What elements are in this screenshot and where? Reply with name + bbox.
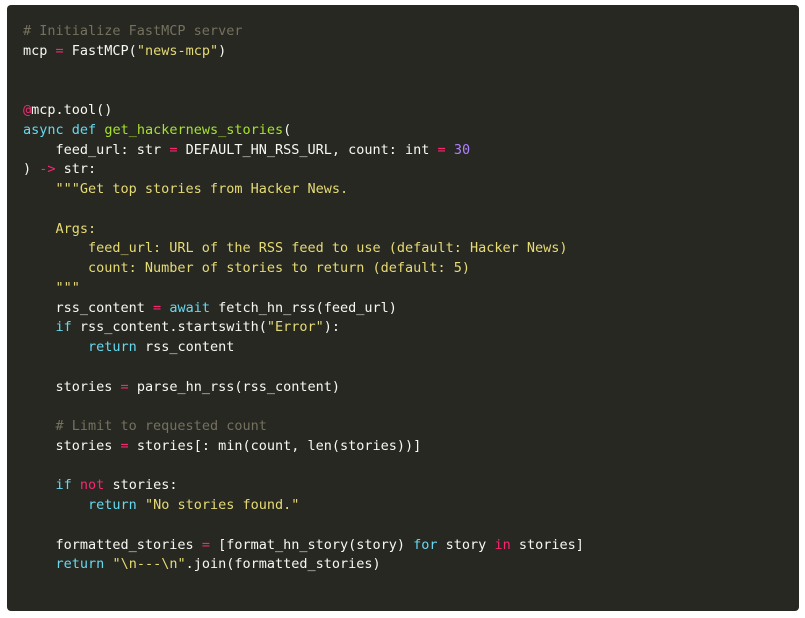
code-token-plain: str:: [55, 161, 97, 178]
code-token-string: "news-mcp": [136, 42, 219, 59]
code-token-string: """: [23, 279, 80, 296]
code-token-plain: formatted_stories: [23, 536, 202, 553]
code-token-plain: [23, 497, 88, 513]
code-token-plain: [137, 497, 145, 513]
code-line: [23, 516, 799, 536]
code-token-plain: mcp: [23, 42, 56, 59]
code-token-plain: feed_url: str: [23, 141, 170, 158]
code-line: feed_url: str = DEFAULT_HN_RSS_URL, coun…: [23, 141, 799, 161]
code-token-operator: =: [169, 141, 178, 158]
code-line: ) -> str:: [23, 160, 799, 180]
code-token-operator: =: [55, 42, 64, 59]
code-token-plain: stories[: min(count, len(stories))]: [128, 437, 422, 454]
code-line: formatted_stories = [format_hn_story(sto…: [23, 536, 799, 556]
code-token-plain: [23, 418, 56, 434]
code-line: return rss_content: [23, 338, 799, 358]
code-token-operator: =: [120, 437, 129, 454]
code-token-plain: rss_content: [23, 299, 154, 316]
code-line: [23, 457, 799, 477]
code-line: Args:: [23, 220, 799, 240]
code-token-decorator-at: @: [23, 102, 32, 118]
code-line: return "No stories found.": [23, 496, 799, 516]
code-line: """: [23, 279, 799, 299]
code-token-plain: fetch_hn_rss(feed_url): [209, 299, 397, 316]
code-token-comment: # Initialize FastMCP server: [23, 23, 243, 39]
code-token-keyword: if: [55, 319, 72, 336]
code-token-operator: =: [437, 141, 446, 158]
code-token-number: 30: [453, 141, 471, 158]
code-line: rss_content = await fetch_hn_rss(feed_ur…: [23, 299, 799, 319]
code-token-keyword: def: [71, 121, 97, 138]
code-token-plain: [23, 339, 88, 355]
code-token-function: get_hackernews_stories: [104, 121, 284, 138]
code-token-plain: DEFAULT_HN_RSS_URL, count: int: [177, 141, 438, 158]
code-token-plain: [23, 319, 56, 335]
code-line: count: Number of stories to return (defa…: [23, 259, 799, 279]
code-line: # Initialize FastMCP server: [23, 22, 799, 42]
code-token-keyword: return: [55, 556, 105, 573]
code-token-keyword: await: [169, 299, 210, 316]
code-token-plain: ):: [323, 319, 341, 336]
code-token-string: """Get top stories from Hacker News.: [23, 181, 349, 197]
code-line: stories = stories[: min(count, len(stori…: [23, 437, 799, 457]
code-token-string: "\n---\n": [112, 556, 186, 573]
code-token-keyword: if: [55, 477, 72, 494]
code-token-plain: ): [23, 161, 40, 178]
code-token-plain: stories: [23, 378, 121, 395]
code-line: [23, 200, 799, 220]
code-token-string: feed_url: URL of the RSS feed to use (de…: [23, 240, 568, 257]
code-line: @mcp.tool(): [23, 101, 799, 121]
code-token-plain: (: [283, 121, 292, 138]
code-token-plain: stories:: [104, 477, 178, 494]
code-line: [23, 397, 799, 417]
code-token-operator: ->: [39, 161, 56, 178]
code-token-string: "Error": [266, 319, 324, 336]
code-line: async def get_hackernews_stories(: [23, 121, 799, 141]
code-token-plain: [64, 122, 72, 138]
code-line: if rss_content.startswith("Error"):: [23, 318, 799, 338]
code-token-keyword: return: [88, 339, 137, 355]
code-token-plain: [23, 556, 56, 572]
code-line: [23, 62, 799, 82]
code-token-operator: =: [153, 299, 162, 316]
code-token-string: count: Number of stories to return (defa…: [23, 260, 471, 276]
code-token-plain: .join(formatted_stories): [185, 556, 381, 573]
code-line: # Limit to requested count: [23, 417, 799, 437]
code-token-plain: stories: [23, 437, 121, 454]
code-token-operator: =: [120, 378, 129, 395]
code-token-plain: ): [218, 42, 227, 59]
code-token-plain: rss_content.startswith(: [71, 319, 267, 336]
code-token-plain: FastMCP(: [63, 42, 137, 59]
code-token-string: "No stories found.": [144, 497, 300, 513]
code-block: # Initialize FastMCP server mcp = FastMCP…: [23, 22, 799, 575]
code-line: if not stories:: [23, 476, 799, 496]
code-token-keyword: async: [23, 121, 64, 138]
code-token-string: Args:: [23, 220, 97, 237]
code-line: feed_url: URL of the RSS feed to use (de…: [23, 239, 799, 259]
code-line: [23, 81, 799, 101]
code-line: return "\n---\n".join(formatted_stories): [23, 555, 799, 575]
code-token-control: in: [494, 536, 511, 553]
code-line: mcp = FastMCP("news-mcp"): [23, 42, 799, 62]
code-token-control: not: [79, 477, 105, 494]
code-token-plain: [format_hn_story(story): [209, 536, 414, 553]
code-token-plain: story: [437, 536, 495, 553]
code-token-plain: [72, 477, 80, 493]
code-editor-panel: # Initialize FastMCP server mcp = FastMCP…: [7, 5, 799, 611]
code-token-operator: =: [201, 536, 210, 553]
code-line: stories = parse_hn_rss(rss_content): [23, 378, 799, 398]
code-token-plain: [446, 142, 454, 158]
code-token-plain: rss_content: [136, 339, 235, 355]
code-token-comment: # Limit to requested count: [55, 418, 267, 434]
code-token-plain: stories]: [510, 536, 584, 553]
code-token-plain: [23, 477, 56, 493]
code-line: """Get top stories from Hacker News.: [23, 180, 799, 200]
code-token-keyword: return: [88, 497, 137, 513]
code-token-keyword: for: [413, 536, 438, 553]
code-line: [23, 358, 799, 378]
code-token-plain: parse_hn_rss(rss_content): [128, 378, 341, 395]
code-token-plain: mcp.tool(): [31, 102, 113, 118]
